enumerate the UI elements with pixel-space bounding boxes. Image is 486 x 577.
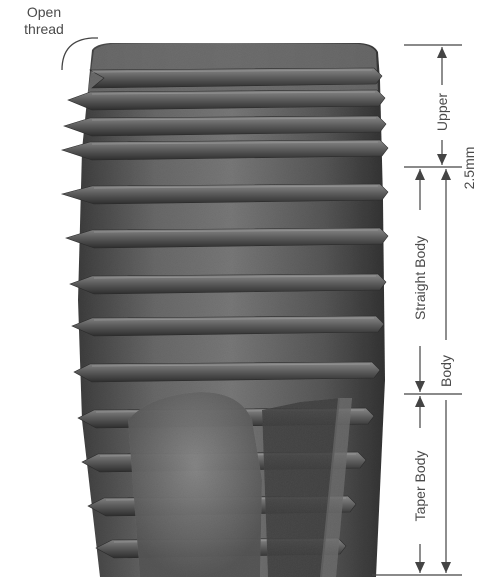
flute-cut bbox=[128, 392, 262, 577]
open-thread-label-line2: thread bbox=[24, 21, 64, 37]
upper-arrow-bottom bbox=[437, 154, 447, 165]
taper-body-label: Taper Body bbox=[412, 451, 428, 522]
taper-arrow-top bbox=[415, 396, 425, 407]
body-label: Body bbox=[438, 355, 454, 387]
body-arrow-bottom bbox=[441, 562, 451, 573]
taper-arrow-bottom bbox=[415, 562, 425, 573]
upper-value-label: 2.5mm bbox=[461, 147, 477, 190]
straight-arrow-bottom bbox=[415, 381, 425, 392]
straight-arrow-top bbox=[415, 169, 425, 180]
open-thread-label-line1: Open bbox=[27, 4, 61, 20]
upper-arrow-top bbox=[437, 47, 447, 58]
upper-label: Upper bbox=[434, 93, 450, 131]
straight-body-label: Straight Body bbox=[412, 236, 428, 320]
open-thread-annotation: Open thread bbox=[24, 4, 98, 70]
body-arrow-top bbox=[441, 169, 451, 180]
taper-flute bbox=[128, 392, 352, 577]
